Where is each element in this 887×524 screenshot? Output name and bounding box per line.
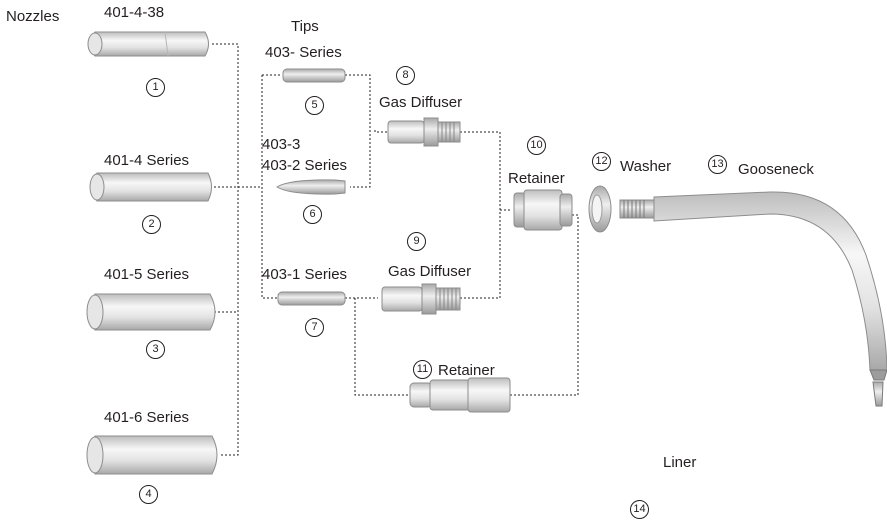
nozzle-1[interactable]	[88, 32, 209, 56]
callout-8: 8	[396, 66, 415, 85]
gooseneck[interactable]	[620, 192, 887, 406]
callout-2: 2	[142, 215, 161, 234]
tip-5[interactable]	[283, 69, 345, 82]
retainer-11[interactable]	[410, 378, 510, 412]
callout-7: 7	[305, 318, 324, 337]
callout-5: 5	[305, 96, 324, 115]
callout-9: 9	[407, 232, 426, 251]
tip-6-label-line2: 403-2 Series	[262, 157, 347, 174]
gas-diffuser-8[interactable]	[388, 118, 460, 146]
retainer-10[interactable]	[514, 190, 572, 230]
callout-13: 13	[708, 155, 727, 174]
callout-12: 12	[592, 152, 611, 171]
callout-4: 4	[139, 485, 158, 504]
nozzle-2-label: 401-4 Series	[104, 152, 189, 169]
nozzle-4[interactable]	[87, 436, 217, 474]
nozzle-3[interactable]	[87, 294, 215, 330]
retainer-10-label: Retainer	[508, 170, 565, 187]
nozzle-4-label: 401-6 Series	[104, 409, 189, 426]
nozzles-heading: Nozzles	[6, 8, 59, 25]
tip-7[interactable]	[278, 292, 345, 305]
washer[interactable]	[589, 186, 611, 232]
callout-14: 14	[630, 500, 649, 519]
tips-title: Tips	[291, 18, 319, 35]
gas-diffuser-9-label: Gas Diffuser	[388, 263, 471, 280]
gas-diffuser-8-label: Gas Diffuser	[379, 94, 462, 111]
liner-label: Liner	[663, 454, 696, 471]
callout-11: 11	[413, 360, 432, 379]
tip-7-label: 403-1 Series	[262, 266, 347, 283]
callout-1: 1	[146, 78, 165, 97]
nozzle-2[interactable]	[90, 173, 212, 201]
callout-3: 3	[146, 340, 165, 359]
callout-6: 6	[303, 205, 322, 224]
retainer-11-label: Retainer	[438, 362, 495, 379]
gooseneck-label: Gooseneck	[738, 161, 814, 178]
tips-series-label: 403- Series	[265, 44, 342, 61]
washer-label: Washer	[620, 158, 671, 175]
callout-10: 10	[527, 136, 546, 155]
tip-6[interactable]	[277, 180, 345, 194]
nozzle-3-label: 401-5 Series	[104, 266, 189, 283]
tip-6-label-line1: 403-3	[262, 136, 300, 153]
gas-diffuser-9[interactable]	[382, 284, 460, 314]
nozzle-1-label: 401-4-38	[104, 4, 164, 21]
